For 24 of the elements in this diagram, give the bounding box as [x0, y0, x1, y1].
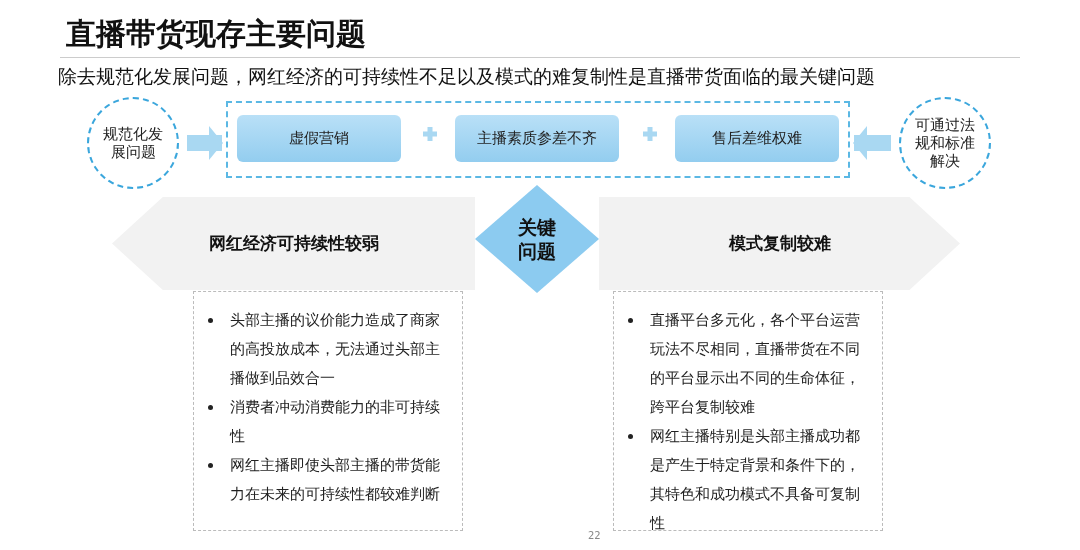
bullet-text: 消费者冲动消费能力的非可持续性 — [230, 393, 450, 451]
subtitle-text: 除去规范化发展问题，网红经济的可持续性不足以及模式的难复制性是直播带货面临的最关键问题 — [58, 64, 875, 89]
band-shape — [112, 197, 475, 290]
band-heading: 网红经济可持续性较弱 — [208, 232, 379, 255]
band-heading: 模式复制较难 — [728, 232, 831, 255]
issue-box: 主播素质参差不齐 — [455, 115, 619, 162]
diamond-label: 关键问题 — [517, 215, 557, 263]
page-number: 22 — [588, 530, 601, 541]
block-arrow — [853, 126, 891, 160]
dashed-frame — [226, 101, 850, 178]
note-circle: 规范化发展问题 — [87, 97, 179, 189]
issue-box: 售后差维权难 — [675, 115, 839, 162]
block-arrow — [187, 126, 223, 160]
band-shape — [599, 197, 960, 290]
bullet-text: 头部主播的议价能力造成了商家的高投放成本，无法通过头部主播做到品效合一 — [230, 306, 450, 393]
bullet-text: 网红主播特别是头部主播成功都是产生于特定背景和条件下的，其特色和成功模式不具备可复制性 — [650, 422, 870, 538]
slide-title: 直播带货现存主要问题 — [66, 15, 366, 53]
issue-box: 虚假营销 — [237, 115, 401, 162]
key-diamond — [475, 185, 599, 293]
bullet-box — [193, 291, 463, 531]
bullet-text: 直播平台多元化，各个平台运营玩法不尽相同，直播带货在不同的平台显示出不同的生命体征，跨平台复制较难 — [650, 306, 870, 422]
bullet-box — [613, 291, 883, 531]
bullet-text: 网红主播即使头部主播的带货能力在未来的可持续性都较难判断 — [230, 451, 450, 509]
note-circle: 可通过法规和标准解决 — [899, 97, 991, 189]
